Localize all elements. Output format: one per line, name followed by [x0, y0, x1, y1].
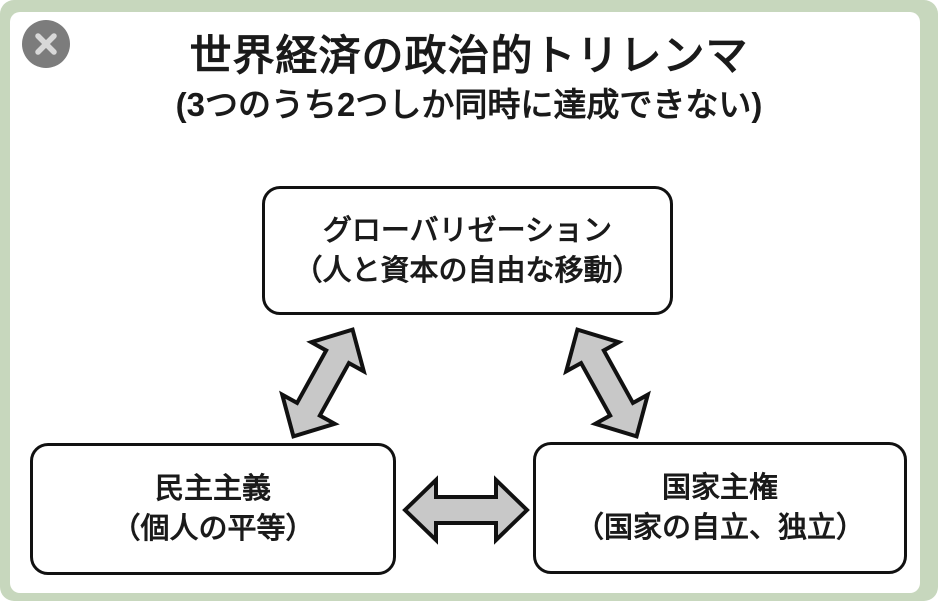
- node-sovereignty: 国家主権 （国家の自立、独立）: [533, 442, 907, 574]
- arrow-shape: [279, 327, 367, 439]
- double-arrow-globalization-sovereignty: [544, 310, 669, 457]
- close-button[interactable]: [22, 20, 70, 68]
- arrow-shape: [563, 327, 651, 439]
- close-icon: [22, 20, 70, 68]
- node-democracy-sublabel: （個人の平等）: [111, 513, 315, 545]
- arrow-shape: [402, 475, 530, 545]
- node-sovereignty-label: 国家主権: [661, 472, 778, 504]
- page-subtitle: (3つのうち2つしか同時に達成できない): [175, 86, 763, 123]
- double-arrow-democracy-sovereignty: [402, 474, 530, 546]
- node-democracy-label: 民主主義: [154, 473, 271, 505]
- node-democracy: 民主主義 （個人の平等）: [30, 443, 396, 575]
- page-title: 世界経済の政治的トリレンマ: [189, 32, 749, 79]
- node-globalization-label: グローバリゼーション: [322, 214, 613, 247]
- node-sovereignty-sublabel: （国家の自立、独立）: [574, 512, 865, 544]
- node-globalization: グローバリゼーション （人と資本の自由な移動）: [262, 186, 673, 315]
- node-globalization-sublabel: （人と資本の自由な移動）: [293, 254, 642, 287]
- double-arrow-globalization-democracy: [260, 310, 385, 457]
